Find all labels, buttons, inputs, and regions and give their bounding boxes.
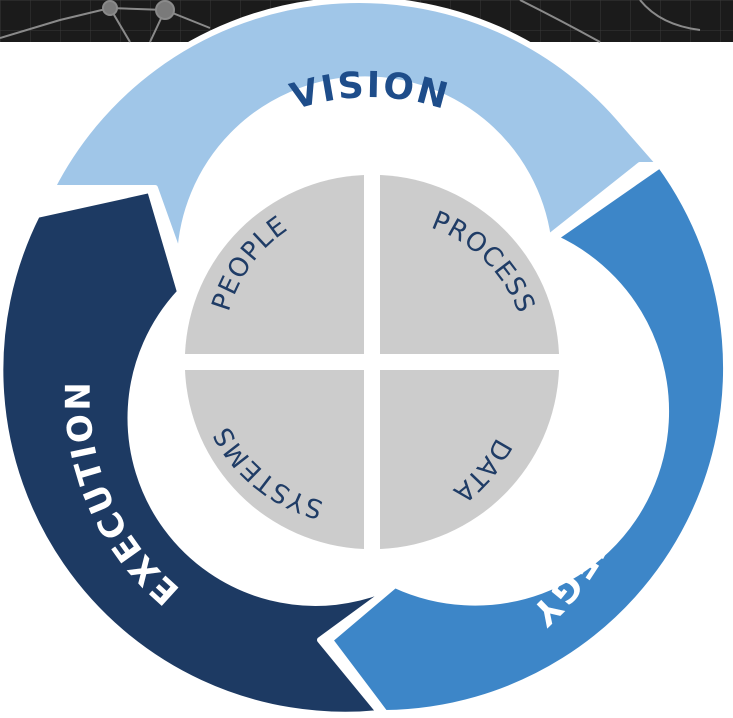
vision-segment xyxy=(49,0,663,261)
network-graphic xyxy=(0,0,701,43)
quadrant-data xyxy=(380,370,559,549)
quadrant-process xyxy=(380,175,559,354)
quadrant-people xyxy=(185,175,364,354)
execution-segment xyxy=(0,187,398,718)
quadrant-systems xyxy=(185,370,364,549)
strategy-segment xyxy=(327,162,730,716)
center-circle xyxy=(174,164,570,560)
